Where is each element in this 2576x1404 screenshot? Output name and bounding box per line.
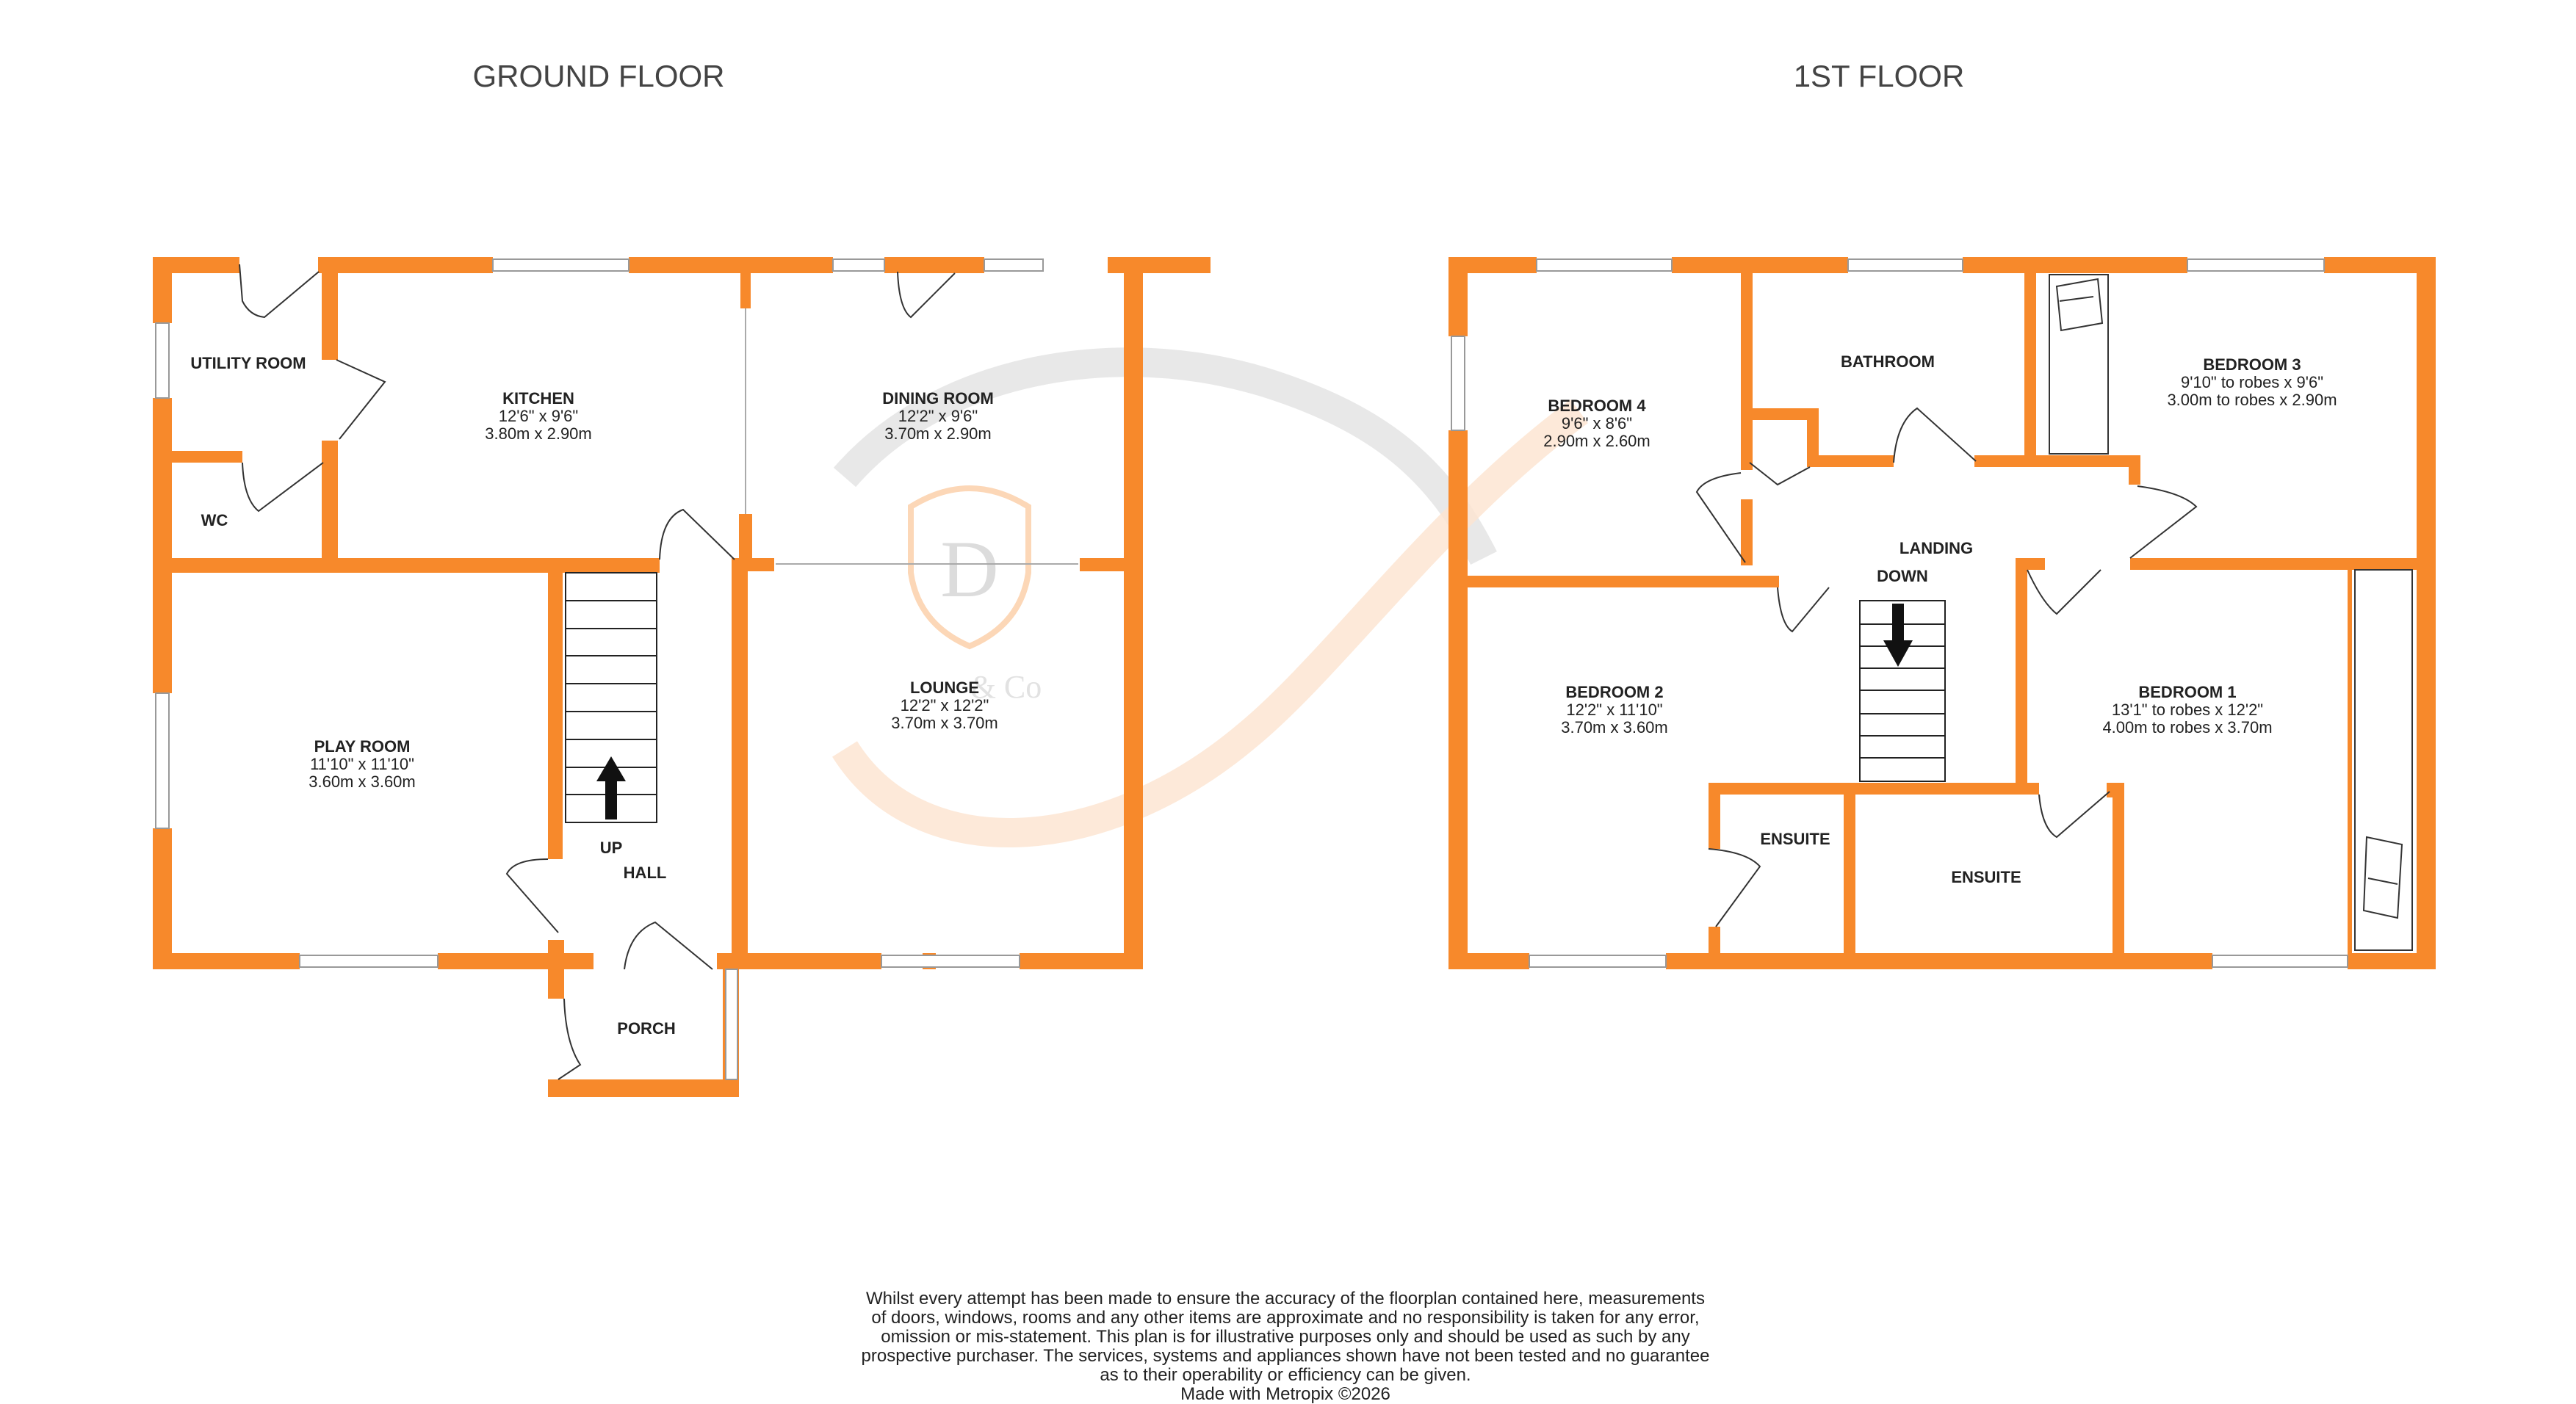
ensuite-small-door [1708, 848, 1761, 927]
bathroom-name: BATHROOM [1841, 352, 1935, 371]
lounge-window [881, 955, 1020, 968]
dining-back-door [897, 271, 956, 319]
ensuite-large-name: ENSUITE [1951, 868, 2021, 886]
utility-window [155, 322, 170, 399]
watermark-shield-icon [908, 485, 1031, 650]
wardrobes [2049, 274, 2413, 951]
utility-kitchen-door [336, 359, 386, 440]
bedroom4-door [1695, 472, 1746, 563]
disclaimer-line: as to their operability or efficiency ca… [1100, 1365, 1471, 1385]
up-arrow-icon [596, 756, 626, 819]
kitchen-dim-imperial: 12'6" x 9'6" [499, 407, 578, 425]
bedroom1-window [2212, 955, 2348, 968]
bedroom4-name: BEDROOM 4 [1548, 397, 1646, 415]
play-room-dim-imperial: 11'10" x 11'10" [310, 755, 414, 773]
disclaimer-line: prospective purchaser. The services, sys… [861, 1346, 1710, 1366]
porch-window [725, 969, 738, 1080]
first-floor-windows [1451, 258, 2348, 968]
bedroom3-window [2187, 258, 2325, 272]
disclaimer: Whilst every attempt has been made to en… [771, 1289, 1800, 1404]
bathroom-window [1847, 258, 1963, 272]
ensuite-small-name: ENSUITE [1760, 830, 1830, 848]
bedroom2-window [1529, 955, 1667, 968]
bedroom2-name: BEDROOM 2 [1565, 683, 1663, 701]
bedroom1-dim-imperial: 13'1" to robes x 12'2" [2112, 701, 2263, 719]
kitchen-window [492, 258, 629, 272]
ground-floor-walls [153, 257, 1211, 1097]
stairs-down-label: DOWN [1877, 567, 1928, 585]
ground-floor-labels: UTILITY ROOM WC KITCHEN 12'6" x 9'6" 3.8… [190, 354, 997, 1038]
dining-room-name: DINING ROOM [882, 389, 994, 408]
watermark-text: & Co [971, 669, 1042, 705]
play-room-window-side [155, 692, 170, 829]
porch-door [558, 998, 582, 1080]
landing-name: LANDING [1899, 539, 1973, 557]
watermark-letter: D [940, 524, 998, 614]
play-room-dim-metric: 3.60m x 3.60m [309, 772, 416, 791]
first-floor-labels: BEDROOM 4 9'6" x 8'6" 2.90m x 2.60m BATH… [1543, 352, 2337, 886]
down-arrow-icon [1883, 604, 1913, 667]
dining-dim-imperial: 12'2" x 9'6" [898, 407, 978, 425]
ground-floor-title: GROUND FLOOR [472, 59, 724, 93]
lounge-dim-metric: 3.70m x 3.70m [891, 714, 998, 732]
front-door [624, 921, 713, 970]
hanger-icon [2055, 278, 2104, 332]
bedroom1-name: BEDROOM 1 [2138, 683, 2236, 701]
bedroom3-dim-imperial: 9'10" to robes x 9'6" [2181, 373, 2323, 391]
watermark-swoosh-orange [832, 399, 1588, 847]
cupboard-door [1749, 462, 1811, 486]
ground-floor-windows [155, 258, 1044, 1080]
first-floor-doors [1695, 407, 2198, 927]
metropix-credit: Made with Metropix ©2026 [1180, 1384, 1390, 1404]
first-floor-walls [1448, 257, 2436, 969]
dining-window-right [984, 258, 1044, 272]
lounge-dim-imperial: 12'2" x 12'2" [901, 696, 989, 714]
bedroom3-door [2129, 485, 2198, 559]
first-floor-title: 1ST FLOOR [1794, 59, 1965, 93]
bedroom4-dim-imperial: 9'6" x 8'6" [1562, 414, 1632, 433]
bedroom3-dim-metric: 3.00m to robes x 2.90m [2167, 391, 2337, 409]
disclaimer-line: Whilst every attempt has been made to en… [866, 1289, 1705, 1309]
play-room-name: PLAY ROOM [314, 737, 411, 756]
utility-back-door [239, 264, 320, 319]
bedroom2-door [1777, 587, 1830, 633]
bedroom4-window [1536, 258, 1673, 272]
kitchen-name: KITCHEN [502, 389, 574, 408]
disclaimer-line: of doors, windows, rooms and any other i… [871, 1308, 1700, 1328]
ensuite-large-door [2038, 791, 2110, 839]
bedroom4-window-side [1451, 336, 1465, 431]
bedroom2-dim-imperial: 12'2" x 11'10" [1566, 701, 1662, 719]
porch-name: PORCH [617, 1019, 675, 1038]
dining-window-left [832, 258, 885, 272]
dining-dim-metric: 3.70m x 2.90m [884, 424, 992, 443]
bedroom1-door [2027, 569, 2101, 615]
kitchen-dim-metric: 3.80m x 2.90m [485, 424, 592, 443]
bedroom1-dim-metric: 4.00m to robes x 3.70m [2102, 718, 2272, 737]
play-room-window [299, 955, 439, 968]
bedroom4-dim-metric: 2.90m x 2.60m [1543, 432, 1650, 450]
hall-name: HALL [624, 864, 667, 882]
stairs-up-label: UP [600, 839, 623, 857]
ground-floor-doors [239, 264, 1078, 1080]
disclaimer-line: omission or mis-statement. This plan is … [881, 1327, 1690, 1347]
utility-room-name: UTILITY ROOM [190, 354, 306, 372]
bedroom3-name: BEDROOM 3 [2203, 355, 2301, 374]
wc-name: WC [201, 511, 228, 529]
bedroom2-dim-metric: 3.70m x 3.60m [1561, 718, 1668, 737]
lounge-name: LOUNGE [910, 679, 979, 697]
wc-door [242, 462, 324, 513]
bathroom-door [1893, 407, 1977, 463]
watermark-swoosh-grey [833, 347, 1497, 565]
hanger-icon-2 [2362, 836, 2403, 919]
hall-kitchen-door [659, 508, 735, 560]
hall-play-door [505, 858, 559, 933]
